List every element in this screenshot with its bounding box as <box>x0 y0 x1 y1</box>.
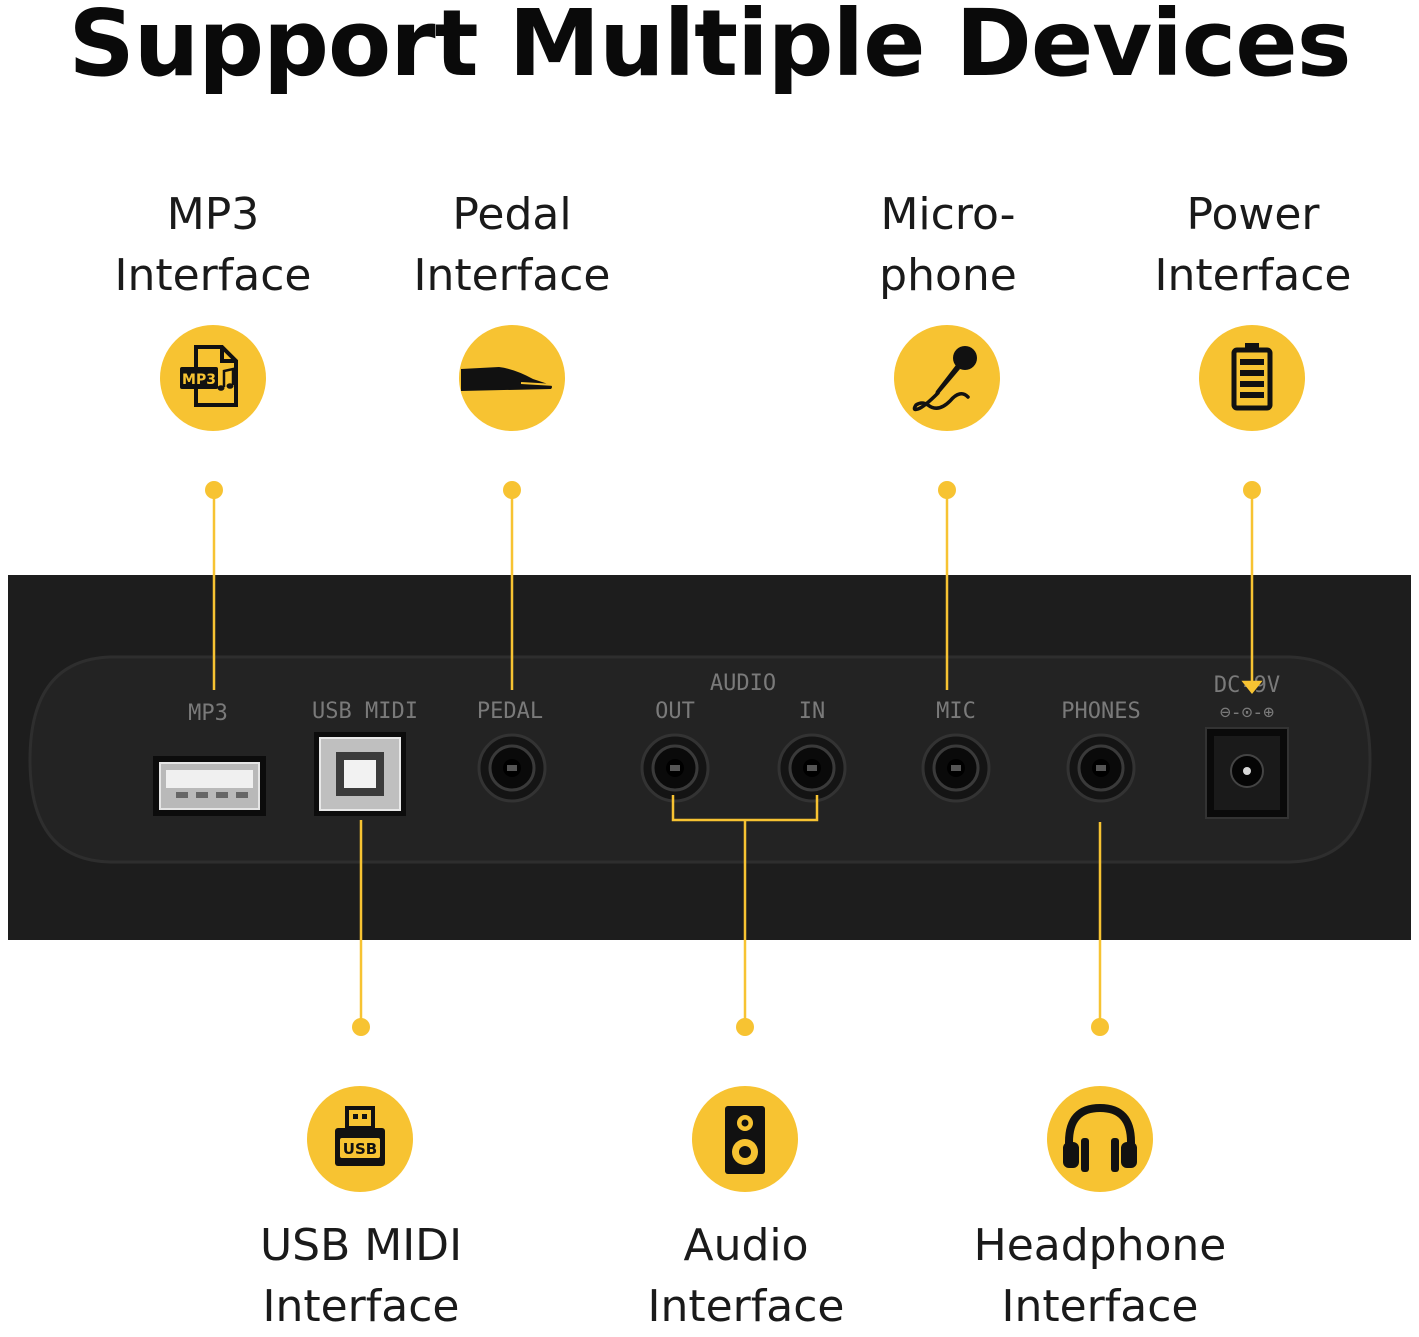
mic-dot <box>938 481 956 499</box>
panel-label-mp3: MP3 <box>188 701 228 726</box>
panel-label-phones: PHONES <box>1061 699 1140 724</box>
panel-label-pedal: PEDAL <box>477 699 543 724</box>
dc-power-socket <box>1205 727 1289 819</box>
microphone-icon <box>894 325 1000 431</box>
mp3-file-icon: MP3 <box>160 325 266 431</box>
phones-jack <box>1066 733 1136 803</box>
pedal-jack <box>477 733 547 803</box>
mic-jack <box>921 733 991 803</box>
panel-label-audio: AUDIO <box>710 671 776 696</box>
usb-b-port <box>314 732 406 816</box>
audio-out-jack <box>640 733 710 803</box>
sustain-pedal-icon <box>459 325 565 431</box>
svg-text:MP3: MP3 <box>182 372 216 388</box>
power-dot <box>1243 481 1261 499</box>
power-arrow <box>1241 680 1263 695</box>
panel-label-polarity: ⊖-⊙-⊕ <box>1220 702 1274 723</box>
usb-drive-icon: USB <box>307 1086 413 1192</box>
speaker-icon <box>692 1086 798 1192</box>
svg-text:USB: USB <box>343 1140 377 1158</box>
usb-a-port <box>153 756 266 816</box>
audio-leader <box>671 795 819 1027</box>
usb-dot <box>352 1018 370 1036</box>
phones-dot <box>1091 1018 1109 1036</box>
audio-dot <box>736 1018 754 1036</box>
panel-label-usb-midi: USB MIDI <box>312 699 418 724</box>
mp3-dot <box>205 481 223 499</box>
panel-label-in: IN <box>799 699 826 724</box>
panel-label-mic: MIC <box>936 699 976 724</box>
panel-label-out: OUT <box>655 699 695 724</box>
battery-icon <box>1199 325 1305 431</box>
headphones-icon <box>1047 1086 1153 1192</box>
pedal-dot <box>503 481 521 499</box>
audio-in-jack <box>777 733 847 803</box>
page-title: Support Multiple Devices <box>68 0 1352 97</box>
microphone-label: Micro-phone <box>879 189 1017 301</box>
